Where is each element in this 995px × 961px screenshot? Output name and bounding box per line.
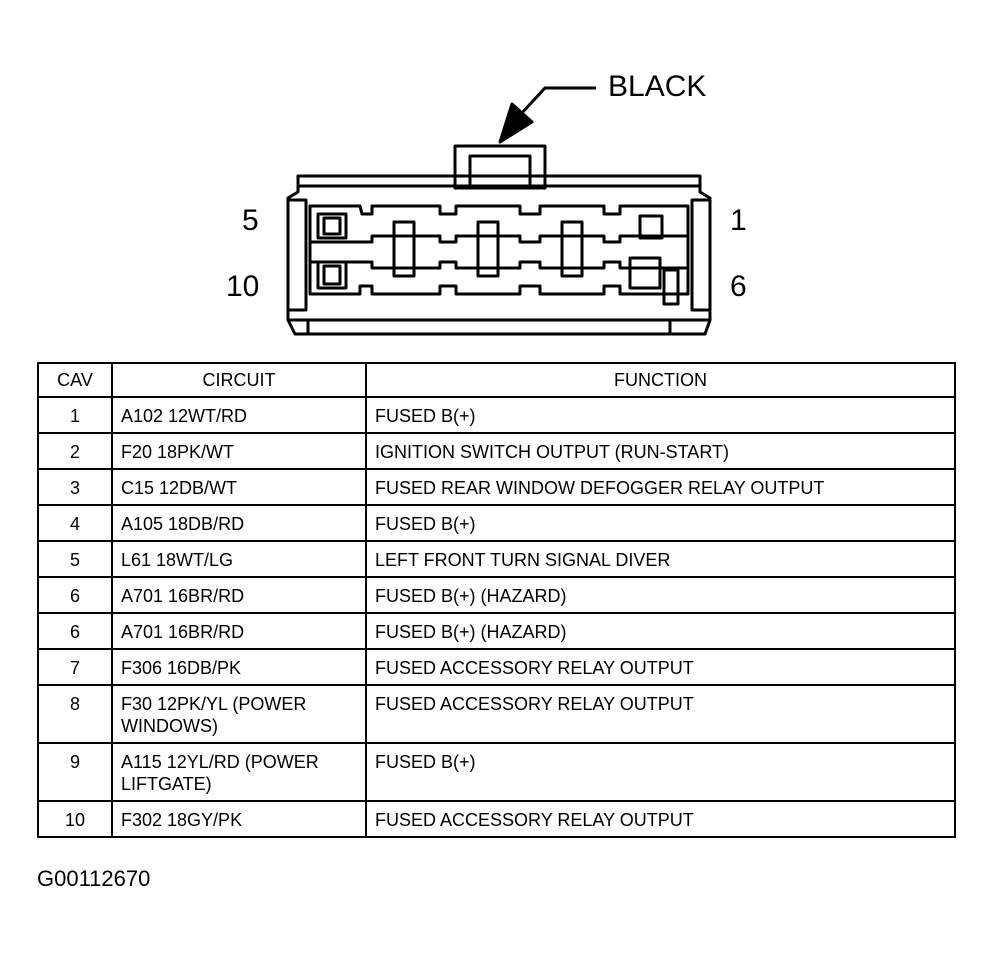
table-row: 4 A105 18DB/RD FUSED B(+)	[37, 504, 956, 542]
header-function: FUNCTION	[365, 362, 956, 398]
cav-cell: 6	[37, 576, 113, 614]
pin-label-top-right: 1	[730, 204, 747, 237]
pin-label-bottom-left: 10	[226, 270, 260, 303]
terminal-cavity-10	[316, 260, 348, 290]
function-cell: FUSED B(+)	[365, 742, 956, 802]
connector-diagram	[286, 86, 712, 336]
function-cell: FUSED B(+) (HAZARD)	[365, 576, 956, 614]
function-cell: FUSED ACCESSORY RELAY OUTPUT	[365, 684, 956, 744]
table-row: 1 A102 12WT/RD FUSED B(+)	[37, 396, 956, 434]
circuit-cell: C15 12DB/WT	[111, 468, 367, 506]
circuit-cell: F306 16DB/PK	[111, 648, 367, 686]
cav-cell: 2	[37, 432, 113, 470]
circuit-cell: F302 18GY/PK	[111, 800, 367, 838]
circuit-cell: F30 12PK/YL (POWER WINDOWS)	[111, 684, 367, 744]
table-row: 2 F20 18PK/WT IGNITION SWITCH OUTPUT (RU…	[37, 432, 956, 470]
function-cell: LEFT FRONT TURN SIGNAL DIVER	[365, 540, 956, 578]
table-row: 6 A701 16BR/RD FUSED B(+) (HAZARD)	[37, 576, 956, 614]
cav-cell: 1	[37, 396, 113, 434]
circuit-cell: A102 12WT/RD	[111, 396, 367, 434]
figure-id: G00112670	[37, 866, 151, 891]
cav-cell: 5	[37, 540, 113, 578]
pin-label-top-left: 5	[242, 204, 259, 237]
arrow-head-icon	[498, 102, 534, 144]
function-cell: FUSED ACCESSORY RELAY OUTPUT	[365, 800, 956, 838]
function-cell: FUSED B(+)	[365, 396, 956, 434]
function-cell: FUSED ACCESSORY RELAY OUTPUT	[365, 648, 956, 686]
cav-cell: 4	[37, 504, 113, 542]
circuit-cell: A701 16BR/RD	[111, 612, 367, 650]
table-row: 9 A115 12YL/RD (POWER LIFTGATE) FUSED B(…	[37, 742, 956, 802]
circuit-cell: L61 18WT/LG	[111, 540, 367, 578]
cavity-body	[308, 204, 690, 296]
circuit-cell: F20 18PK/WT	[111, 432, 367, 470]
table-row: 5 L61 18WT/LG LEFT FRONT TURN SIGNAL DIV…	[37, 540, 956, 578]
terminal-cavity-5	[316, 212, 348, 240]
terminal-cavity-3	[476, 220, 500, 278]
terminal-cavity-2	[560, 220, 584, 278]
function-cell: FUSED B(+) (HAZARD)	[365, 612, 956, 650]
terminal-cavity-4	[392, 220, 416, 278]
cav-cell: 10	[37, 800, 113, 838]
cav-cell: 9	[37, 742, 113, 802]
header-circuit: CIRCUIT	[111, 362, 367, 398]
pin-label-bottom-right: 6	[730, 270, 747, 303]
table-row: 8 F30 12PK/YL (POWER WINDOWS) FUSED ACCE…	[37, 684, 956, 744]
table-row: 10 F302 18GY/PK FUSED ACCESSORY RELAY OU…	[37, 800, 956, 838]
table-row: 6 A701 16BR/RD FUSED B(+) (HAZARD)	[37, 612, 956, 650]
table-header-row: CAV CIRCUIT FUNCTION	[37, 362, 956, 398]
connector-color-label: BLACK	[608, 70, 707, 103]
table-row: 7 F306 16DB/PK FUSED ACCESSORY RELAY OUT…	[37, 648, 956, 686]
cav-cell: 7	[37, 648, 113, 686]
cav-cell: 8	[37, 684, 113, 744]
cav-cell: 6	[37, 612, 113, 650]
terminal-cavity-1	[638, 214, 664, 240]
table-row: 3 C15 12DB/WT FUSED REAR WINDOW DEFOGGER…	[37, 468, 956, 506]
function-cell: FUSED B(+)	[365, 504, 956, 542]
function-cell: IGNITION SWITCH OUTPUT (RUN-START)	[365, 432, 956, 470]
terminal-cavity-6	[628, 256, 662, 290]
pinout-table: CAV CIRCUIT FUNCTION 1 A102 12WT/RD FUSE…	[37, 362, 956, 838]
leader-line	[518, 86, 596, 117]
function-cell: FUSED REAR WINDOW DEFOGGER RELAY OUTPUT	[365, 468, 956, 506]
circuit-cell: A115 12YL/RD (POWER LIFTGATE)	[111, 742, 367, 802]
circuit-cell: A701 16BR/RD	[111, 576, 367, 614]
header-cav: CAV	[37, 362, 113, 398]
circuit-cell: A105 18DB/RD	[111, 504, 367, 542]
cav-cell: 3	[37, 468, 113, 506]
